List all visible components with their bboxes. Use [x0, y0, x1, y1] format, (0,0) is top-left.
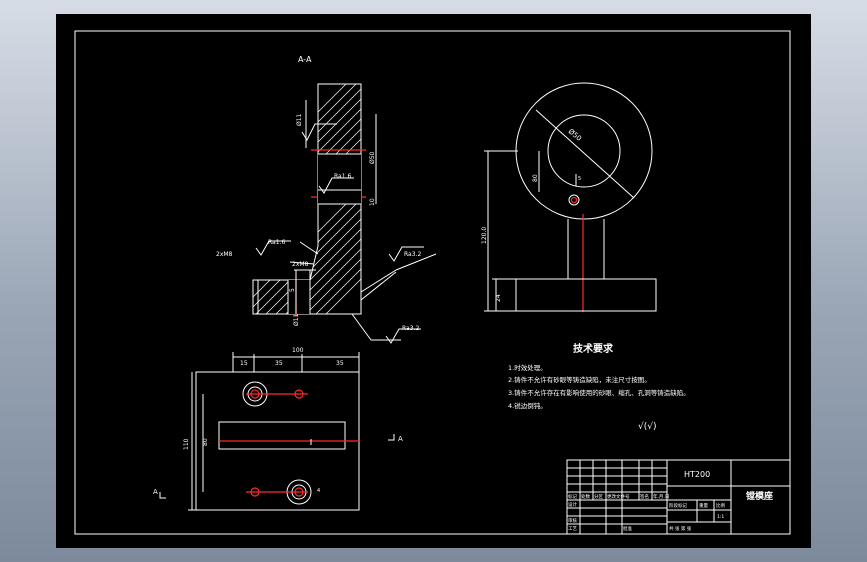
tech-req-item-2: 2.铸件不允许有砂眼等铸造缺陷，未注尺寸按图。 — [508, 375, 651, 384]
front-view: Ø50 5 80 120.0 24 — [481, 82, 657, 312]
dim-10: 10 — [369, 198, 376, 206]
dim-front-base: 24 — [495, 294, 502, 302]
section-view: Ø11 Ø50 10 Ra1.6 Ra1.6 2xM8 Ra3.2 Ra3.2 … — [216, 83, 437, 344]
section-mark-right: A — [398, 435, 403, 443]
tech-req-title: 技术要求 — [573, 342, 614, 355]
left-row-process: 工艺 — [568, 526, 577, 532]
row-label-2: 处数 — [581, 493, 590, 500]
dim-bore: Ø50 — [369, 151, 376, 164]
part-name: 镗模座 — [746, 490, 773, 502]
material: HT200 — [684, 470, 710, 479]
dim-width-total: 100 — [292, 347, 304, 354]
dim-4: 4 — [317, 488, 320, 494]
dim-m8: 2xM8 — [292, 261, 309, 268]
left-row-design: 设计 — [568, 501, 577, 508]
approve-label: 批准 — [623, 525, 632, 532]
row-label-3: 分区 — [594, 493, 603, 500]
dim-seg-right: 35 — [336, 360, 344, 367]
dim-height-total: 110 — [183, 438, 190, 450]
dim-small: 5 — [578, 176, 581, 182]
tech-req-item-4: 4.锐边倒钝。 — [508, 401, 547, 410]
row-label-5: 签名 — [640, 493, 649, 500]
inner-frame — [74, 30, 791, 535]
ra-label-5: Ra3.2 — [402, 325, 419, 332]
left-row-review: 审核 — [568, 517, 577, 524]
ra-label-2: Ra1.6 — [268, 239, 285, 246]
section-label: A-A — [298, 55, 312, 64]
title-block: HT200 镗模座 标记 处数 分区 更改文件号 签名 年.月.日 设计 审核 … — [566, 459, 791, 535]
roughness-symbol: √(√) — [638, 421, 657, 432]
scale-label: 比例 — [716, 502, 725, 509]
tech-req-item-1: 1.时效处理。 — [508, 363, 547, 372]
cad-drawing: A-A — [74, 30, 791, 535]
dim-11: Ø11 — [293, 313, 300, 326]
dim-diameter: Ø50 — [567, 127, 583, 142]
ra-label-4: Ra3.2 — [404, 251, 421, 258]
scale-value: 1:1 — [717, 514, 724, 520]
row-label-4: 更改文件号 — [607, 493, 630, 500]
dim-5: 5 — [289, 288, 296, 292]
tech-req-item-3: 3.铸件不允许存在有影响使用的砂眼、缩孔、孔洞等铸造缺陷。 — [508, 388, 690, 397]
dim-seg-mid: 35 — [275, 360, 283, 367]
sheet-label: 共 张 第 张 — [669, 525, 692, 532]
ra-label-1: Ra1.6 — [334, 173, 351, 180]
drawing-sheet: A-A — [56, 14, 811, 548]
dim-seg-left: 15 — [240, 360, 248, 367]
tech-requirements: 技术要求 1.时效处理。 2.铸件不允许有砂眼等铸造缺陷，未注尺寸按图。 3.铸… — [508, 342, 690, 432]
row-label-1: 标记 — [568, 493, 577, 500]
dim-front-height: 120.0 — [481, 227, 488, 244]
dim-80: 80 — [532, 174, 539, 182]
dim-height-inner: 80 — [202, 438, 209, 446]
dim-m8-vertical: Ø11 — [296, 113, 303, 126]
stage-label: 阶段标记 — [669, 502, 687, 509]
hole-label: 2xM8 — [216, 251, 233, 258]
row-label-6: 年.月.日 — [653, 493, 669, 500]
top-view: 100 15 35 35 110 80 4 A A — [153, 347, 403, 511]
section-mark-left: A — [153, 488, 158, 496]
weight-label: 重量 — [699, 502, 708, 509]
